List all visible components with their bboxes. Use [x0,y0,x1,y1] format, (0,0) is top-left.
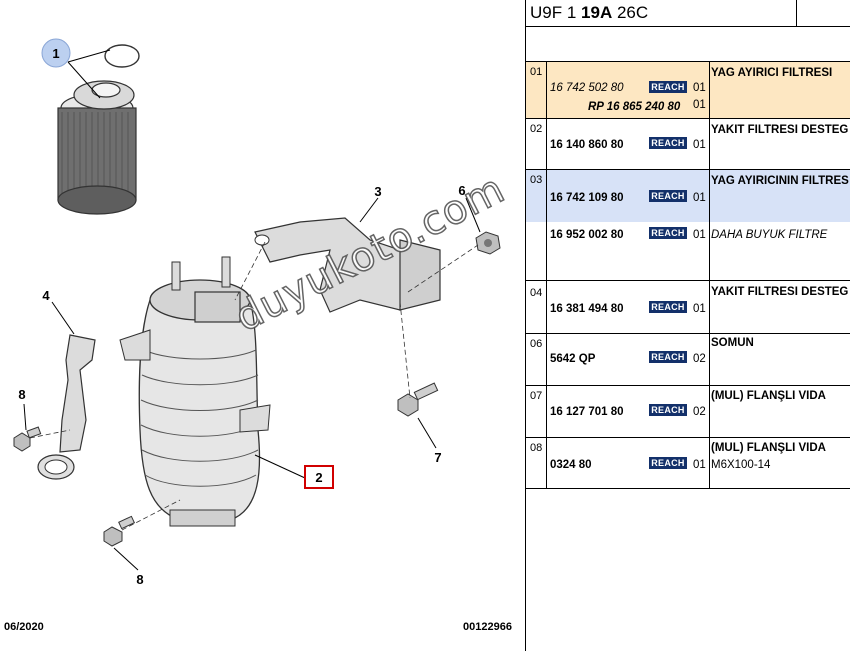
reach-badge: REACH [649,457,687,469]
description: YAĞ AYIRICI FİLTRESİ [711,67,833,79]
callout-4: 4 [42,288,50,303]
description-extra: M6X100-14 [711,459,771,471]
part-8-screw-bottom[interactable] [103,515,136,547]
quantity: 01 [693,459,706,471]
reach-badge: REACH [649,404,687,416]
part-2-bracket[interactable] [254,217,441,313]
col-divider [546,222,547,280]
reach-badge: REACH [649,190,687,202]
callout-1-badge[interactable] [304,465,334,489]
col-divider [546,170,547,222]
part-number[interactable]: 16 742 502 80 [550,82,624,94]
reach-badge: REACH [649,81,687,93]
quantity: 01 [693,192,706,204]
reach-badge: REACH [649,137,687,149]
col-divider [709,438,710,488]
table-row[interactable]: 02 16 140 860 80 REACH 01 YAKIT FİLTRESİ… [526,119,850,170]
row-index: 03 [530,174,543,186]
part-number[interactable]: 16 127 701 80 [550,406,624,418]
part-number[interactable]: 16 952 002 80 [550,229,624,241]
table-row[interactable]: 04 16 381 494 80 REACH 01 YAKIT FİLTRESİ… [526,281,850,334]
description: YAĞ AYIRICININ FİLTRESİ [711,175,849,187]
table-row[interactable]: 16 952 002 80 REACH 01 DAHA BÜYÜK FİLTRE [526,222,850,281]
col-divider [709,170,710,222]
quantity: 02 [693,406,706,418]
part-8-screw-left[interactable] [13,426,42,452]
col-divider [709,281,710,333]
row-index: 04 [530,287,543,299]
callout-2: 3 [374,184,381,199]
col-divider [546,386,547,437]
col-divider [709,119,710,169]
model-code-bold: 19A [581,3,613,22]
part-number[interactable]: RP 16 865 240 80 [588,101,681,113]
part-number[interactable]: 16 381 494 80 [550,303,624,315]
table-row[interactable]: 08 0324 80 REACH 01 (MUL) FLANŞLI VİDA M… [526,438,850,489]
quantity: 01 [693,82,706,94]
col-divider [709,62,710,118]
col-divider [546,334,547,385]
callout-3-badge[interactable] [41,38,71,68]
callout-8-left: 8 [18,387,25,402]
reach-badge: REACH [649,227,687,239]
quantity: 01 [693,139,706,151]
part-number[interactable]: 5642 QP [550,353,596,365]
table-row[interactable]: 03 16 742 109 80 REACH 01 YAĞ AYIRICININ… [526,170,850,222]
col-divider [546,119,547,169]
row-index: 02 [530,123,543,135]
col-divider [546,62,547,118]
description: (MUL) FLANŞLI VİDA [711,442,826,454]
quantity: 01 [693,303,706,315]
part-6-nut[interactable] [475,231,501,255]
header-divider [796,0,797,26]
quantity: 01 [693,229,706,241]
table-row[interactable]: 01 16 742 502 80 REACH 01 YAĞ AYIRICI Fİ… [526,62,850,119]
part-number[interactable]: 0324 80 [550,459,592,471]
parts-list-panel: U9F 1 19A 26C 01 16 742 502 80 REACH 01 … [525,0,850,651]
parts-diagram: 1 2 3 6 7 [13,38,501,587]
row-index: 07 [530,390,543,402]
reach-badge: REACH [649,351,687,363]
table-row[interactable]: 07 16 127 701 80 REACH 02 (MUL) FLANŞLI … [526,386,850,438]
col-divider [546,281,547,333]
part-number[interactable]: 16 140 860 80 [550,139,624,151]
reach-badge: REACH [649,301,687,313]
callout-7: 7 [434,450,441,465]
model-code: U9F 1 19A 26C [530,3,648,23]
row-index: 06 [530,338,543,350]
panel-header: U9F 1 19A 26C [526,0,850,27]
table-row[interactable]: 06 5642 QP REACH 02 SOMUN [526,334,850,386]
description: SOMUN [711,337,754,349]
diagram-date: 06/2020 [4,621,44,633]
diagram-code: 00122966 [463,621,512,633]
description: (MUL) FLANŞLI VİDA [711,390,826,402]
quantity: 02 [693,353,706,365]
description: YAKIT FİLTRESİ DESTEĞİ [711,124,849,136]
row-index: 01 [530,66,543,78]
callout-6: 6 [458,183,465,198]
col-divider [709,222,710,280]
col-divider [709,334,710,385]
callout-8-bottom: 8 [136,572,143,587]
description: YAKIT FİLTRESİ DESTEĞİ [711,286,849,298]
part-4-fuel-filter-support[interactable] [37,334,96,480]
model-code-suffix: 26C [616,3,649,22]
model-code-prefix: U9F 1 [530,3,577,22]
description: DAHA BÜYÜK FİLTRE [711,229,828,241]
part-1-oil-separator[interactable] [119,256,271,527]
row-index: 08 [530,442,543,454]
callout-3: 1 [52,46,59,61]
col-divider [546,438,547,488]
col-divider [709,386,710,437]
part-number[interactable]: 16 742 109 80 [550,192,624,204]
part-7-flange-screw[interactable] [397,382,439,417]
callout-1: 2 [315,470,322,485]
part-3-filter-cartridge[interactable] [57,44,140,215]
quantity: 01 [693,99,706,111]
blank-header-row [526,26,850,62]
